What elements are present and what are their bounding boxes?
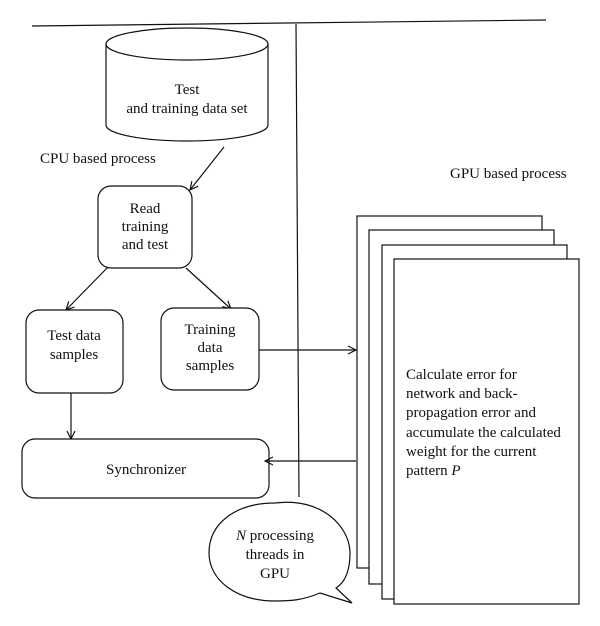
read-training-test-box: Read training and test (97, 185, 193, 269)
gpu-task-line3: propagation error and (406, 405, 536, 421)
dataset-label-line1: Test (175, 82, 201, 98)
threads-line1-text: processing (246, 528, 314, 544)
read-label-line1: Read (130, 201, 161, 217)
top-separator-line (31, 19, 547, 27)
gpu-task-line4: accumulate the calculated (406, 425, 561, 441)
cpu-gpu-divider-line (295, 23, 300, 498)
gpu-process-label: GPU based process (450, 166, 567, 182)
gpu-task-line6: pattern P (406, 463, 461, 479)
gpu-task-pattern-var: P (450, 463, 460, 479)
training-data-samples-box: Training data samples (160, 307, 260, 391)
arrow-read-to-test-samples (66, 266, 109, 310)
arrow-read-to-training-samples (185, 267, 231, 309)
gpu-task-line1: Calculate error for (406, 367, 517, 383)
gpu-task-line5: weight for the current (406, 444, 537, 460)
test-samples-label-line1: Test data (47, 328, 101, 344)
read-label-line2: training (122, 219, 169, 235)
gpu-thread-stack: Calculate error for network and back- pr… (356, 215, 580, 605)
threads-count-var: N (235, 528, 247, 544)
dataset-label-line2: and training data set (126, 101, 248, 117)
synchronizer-label: Synchronizer (106, 462, 186, 478)
threads-speech-bubble: N processing threads in GPU (208, 501, 353, 604)
test-data-samples-box: Test data samples (25, 309, 124, 394)
training-samples-label-line3: samples (186, 358, 234, 374)
threads-line3: GPU (260, 566, 290, 582)
synchronizer-box: Synchronizer (21, 438, 270, 499)
gpu-task-pattern-text: pattern (406, 463, 448, 479)
training-samples-label-line1: Training (184, 322, 236, 338)
arrow-dataset-to-read (190, 146, 225, 190)
gpu-page-front (393, 258, 580, 605)
gpu-task-line2: network and back- (406, 386, 518, 402)
read-label-line3: and test (122, 237, 169, 253)
dataset-cylinder: Test and training data set (105, 27, 269, 142)
training-samples-label-line2: data (198, 340, 223, 356)
cpu-process-label: CPU based process (40, 151, 156, 167)
threads-line1: N processing (235, 528, 314, 544)
test-samples-label-line2: samples (50, 347, 98, 363)
threads-line2: threads in (246, 547, 305, 563)
